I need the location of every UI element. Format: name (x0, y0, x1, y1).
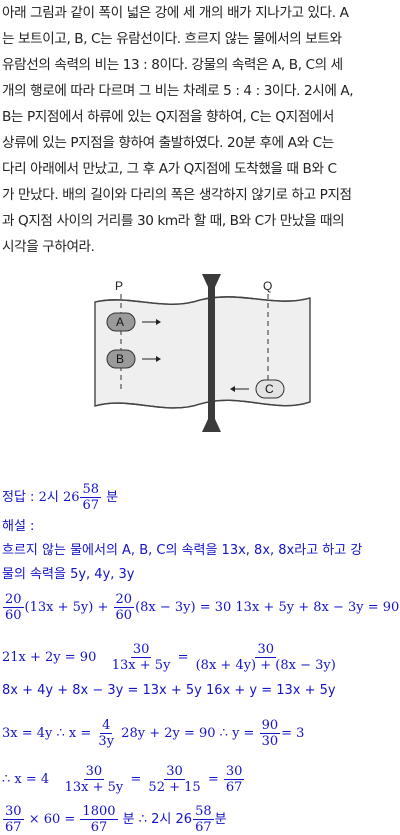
river-bank-top (94, 296, 311, 305)
label-p: P (115, 279, 123, 293)
solution-line-2: 물의 속력을 5y, 4y, 3y (2, 567, 135, 582)
bridge (202, 274, 221, 432)
problem-line: 과 Q지점 사이의 거리를 30 km라 할 때, B와 C가 만났을 때의 (2, 213, 345, 229)
equation-3: 8x + 4y + 8x − 3y = 13x + 5y 16x + y = 1… (2, 683, 336, 698)
boat-a-arrowhead (156, 319, 161, 325)
problem-line: B는 P지점에서 하류에 있는 Q지점을 향하여, C는 Q지점에서 (2, 109, 335, 125)
river-bank-bottom (94, 399, 311, 409)
solution-label: 해설 : (2, 519, 35, 534)
problem-line: 가 만났다. 배의 길이와 다리의 폭은 생각하지 않기로 하고 P지점 (2, 187, 352, 203)
boat-b-label: B (116, 352, 124, 366)
boat-c (255, 379, 285, 399)
problem-line: 유람선의 속력의 비는 13 : 8이다. 강물의 속력은 A, B, C의 세 (2, 57, 343, 73)
problem-text: 아래 그림과 같이 폭이 넓은 강에 세 개의 배가 지나가고 있다. A 는 … (2, 0, 398, 260)
problem-line: 아래 그림과 같이 폭이 넓은 강에 세 개의 배가 지나가고 있다. A (2, 5, 349, 21)
answer-unit: 분 (106, 490, 119, 505)
solution-line-1: 흐르지 않는 물에서의 A, B, C의 속력을 13x, 8x, 8x라고 하… (2, 543, 363, 558)
boat-a (106, 312, 136, 332)
problem-line: 개의 행로에 따라 다르며 그 비는 차례로 5 : 4 : 3이다. 2시에 … (2, 83, 354, 99)
answer-label: 정답 : (2, 490, 35, 505)
boat-a-label: A (116, 315, 124, 329)
boat-b (106, 349, 136, 369)
river-figure: P Q A B C (94, 274, 311, 432)
label-q: Q (263, 279, 272, 293)
problem-line: 는 보트이고, B, C는 유람선이다. 흐르지 않는 물에서의 보트와 (2, 31, 342, 47)
problem-line: 다리 아래에서 만났고, 그 후 A가 Q지점에 도착했을 때 B와 C (2, 161, 337, 177)
boat-c-arrowhead (230, 386, 235, 392)
problem-line: 시각을 구하여라. (2, 239, 95, 255)
boat-c-label: C (265, 382, 274, 396)
answer-prefix: 2시 26 (38, 490, 80, 505)
problem-line: 상류에 있는 P지점을 향하여 출발하였다. 20분 후에 A와 C는 (2, 135, 334, 151)
boat-b-arrowhead (156, 356, 161, 362)
